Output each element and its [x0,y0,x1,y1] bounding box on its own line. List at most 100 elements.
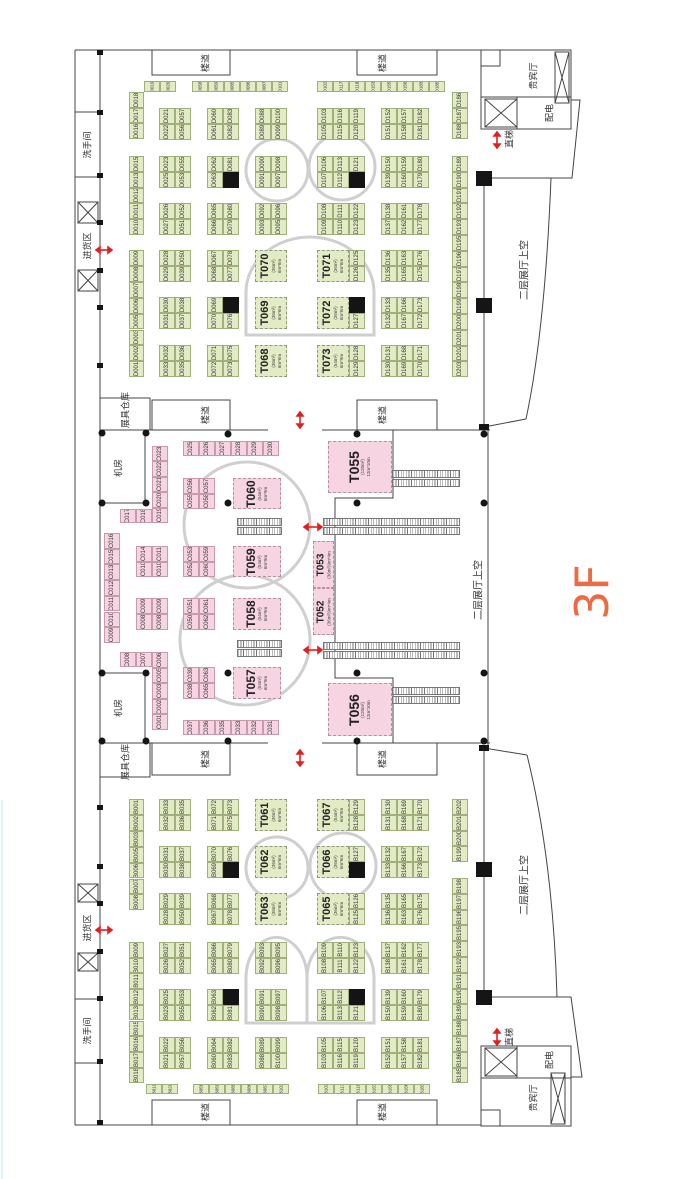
reserved-booth [349,297,365,313]
booth-b112: B112 [333,989,349,1005]
booth-d163: D163 [397,250,413,266]
booth-b163: B163 [397,909,413,925]
booth-b089: B089 [255,1037,271,1053]
floor-number-label: 3F [565,564,619,620]
booth-b059: B059 [209,1084,225,1094]
booth-b160: B160 [397,989,413,1005]
booth-b099: B099 [271,1037,287,1053]
booth-d191: D191 [452,187,468,204]
booth-d036: D036 [175,345,191,361]
booth-b185: B185 [452,1067,468,1084]
booth-b026: B026 [159,958,175,974]
booth-d030: D030 [159,297,175,313]
booth-c008: C008 [136,614,152,630]
booth-d063: D063 [207,172,223,188]
booth-d195: D195 [452,235,468,251]
booth-c017: C017 [120,509,136,523]
booth-b107: B107 [317,989,333,1005]
booth-b051: B051 [175,942,191,958]
booth-b001: B001 [129,799,144,815]
booth-d013: D013 [129,171,144,188]
booth-b188: B188 [452,1020,468,1036]
booth-d135: D135 [381,266,397,282]
booth-b151: B151 [381,1037,397,1053]
booth-d165: D165 [397,266,413,282]
booth-d089: D089 [255,124,271,140]
booth-b121: B121 [349,1005,365,1021]
booth-c008: C008 [152,614,168,630]
booth-b010: B010 [129,957,144,974]
booth-b083: B083 [223,1053,239,1069]
storage-label: 展具仓库 [120,743,131,781]
escalator [237,527,282,535]
booth-b062: B062 [207,1005,223,1021]
booth-c055: C055 [183,493,199,509]
reserved-booth [223,297,239,313]
booth-c027: C027 [215,441,231,456]
booth-d159: D159 [397,156,413,172]
booth-d051: D051 [175,219,191,235]
escalator [392,479,460,487]
booth-d132: D132 [381,313,397,329]
booth-b198: B198 [452,878,468,894]
void-2f-label: 二层展厅上空 [519,240,531,300]
booth-b136: B136 [381,909,397,925]
booth-d083: D083 [223,108,239,124]
booth-b165: B165 [397,893,413,909]
booth-b138: B138 [381,958,397,974]
booth-b128: B128 [349,815,365,831]
booth-d032: D032 [159,345,175,361]
escalator [237,640,282,648]
booth-d177: D177 [413,219,429,235]
booth-d193: D193 [452,219,468,235]
booth-b095: B095 [271,942,287,958]
booth-d056: D056 [175,124,191,140]
booth-d175: D175 [413,266,429,282]
booth-b011: B011 [129,973,144,990]
booth-c065: C065 [199,683,215,699]
booth-b152: B152 [381,1053,397,1069]
stairs-label: 楼道 [377,53,388,73]
booth-b103: B103 [317,1053,333,1069]
feature-booth-t063: T063(36m²)6m*6m [255,893,287,925]
booth-c038: C038 [183,683,199,699]
booth-c023: C023 [152,446,168,462]
booth-d093: D093 [255,219,271,235]
booth-c060: C060 [199,561,215,577]
booth-d189: D189 [452,156,468,172]
reserved-booth [349,862,365,878]
booth-d125: D125 [349,250,365,266]
escalator [323,518,460,526]
booth-c003: C003 [152,683,168,699]
booth-d081: D081 [223,156,239,172]
feature-booth-t061: T061(36m²)6m*6m [255,799,287,831]
booth-d020: D020 [160,81,176,92]
booth-d113: D113 [333,156,349,172]
booth-d022: D022 [159,124,175,140]
booth-d015: D015 [129,156,144,172]
escalator [237,518,282,526]
escalator [392,470,460,478]
booth-b087: B087 [257,1084,273,1094]
void-2f-label: 二层展厅上空 [473,560,485,620]
booth-d002: D002 [129,345,144,362]
booth-b038: B038 [175,862,191,878]
booth-b035: B035 [175,799,191,815]
booth-c010: C010 [152,561,168,577]
booth-b176: B176 [413,909,429,925]
booth-d105: D105 [317,124,333,140]
booth-b025: B025 [159,989,175,1005]
booth-d122: D122 [349,203,365,219]
booth-b063: B063 [207,989,223,1005]
booth-d187: D187 [452,107,468,124]
booth-d088: D088 [255,108,271,124]
booth-d109: D109 [317,219,333,235]
booth-b036: B036 [175,815,191,831]
booth-b077: B077 [223,893,239,909]
booth-d016: D016 [129,123,144,140]
booth-c037: C037 [183,720,199,735]
booth-d101: D101 [272,81,288,92]
booth-d133: D133 [381,297,397,313]
booth-d077: D077 [223,266,239,282]
